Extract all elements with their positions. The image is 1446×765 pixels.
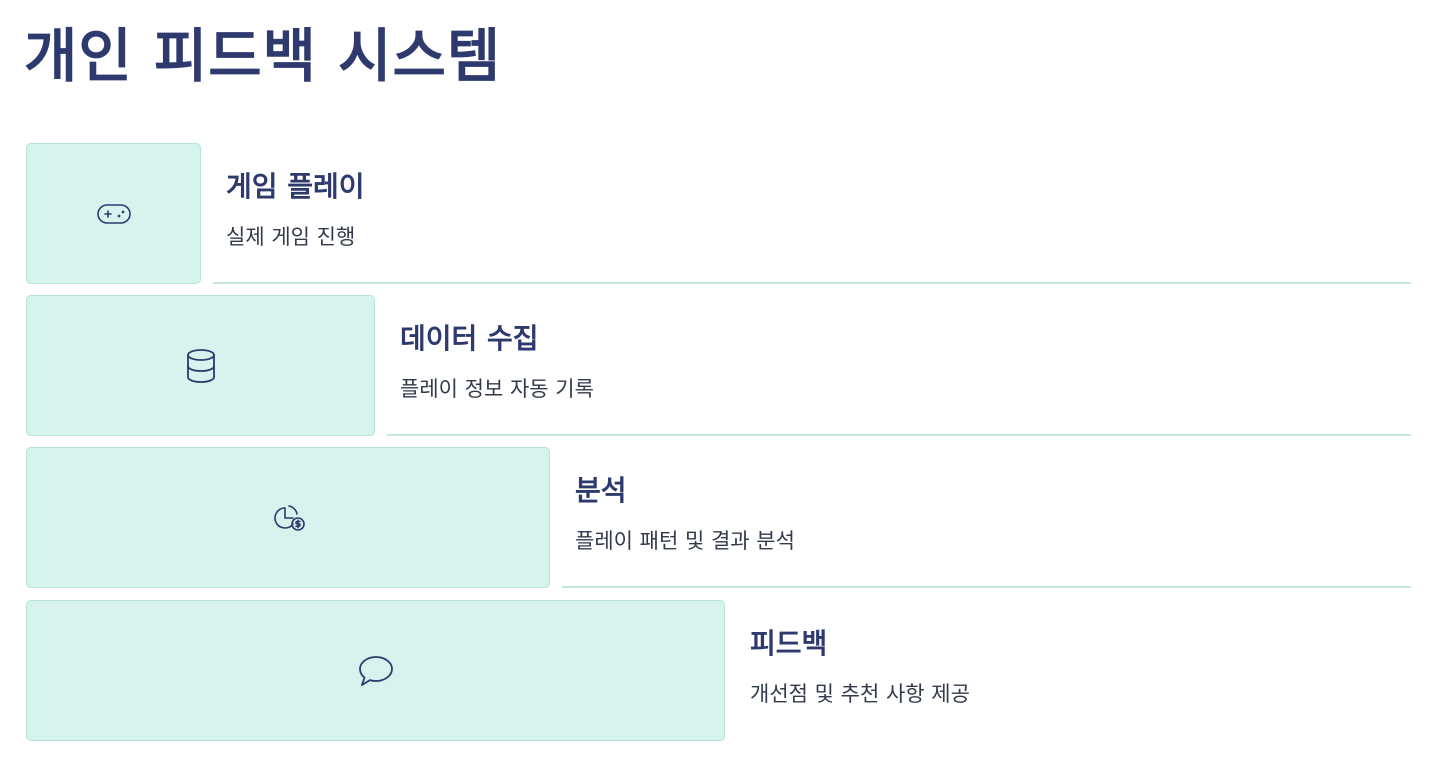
step-game-play: 게임 플레이 실제 게임 진행 bbox=[0, 143, 1446, 284]
step-feedback: 피드백 개선점 및 추천 사항 제공 bbox=[0, 600, 1446, 741]
step-box bbox=[26, 143, 201, 284]
step-title: 데이터 수집 bbox=[400, 322, 539, 355]
step-box bbox=[26, 295, 375, 436]
step-analysis: 분석 플레이 패턴 및 결과 분석 bbox=[0, 447, 1446, 588]
step-description: 플레이 패턴 및 결과 분석 bbox=[575, 529, 795, 553]
step-box bbox=[26, 447, 550, 588]
chat-bubble-icon bbox=[357, 654, 395, 688]
gamepad-icon bbox=[96, 202, 132, 226]
step-title: 피드백 bbox=[750, 627, 828, 660]
step-divider bbox=[387, 434, 1411, 436]
step-divider bbox=[562, 586, 1411, 588]
step-data-collection: 데이터 수집 플레이 정보 자동 기록 bbox=[0, 295, 1446, 436]
step-description: 실제 게임 진행 bbox=[226, 225, 356, 249]
step-description: 플레이 정보 자동 기록 bbox=[400, 377, 594, 401]
step-box bbox=[26, 600, 725, 741]
page-title: 개인 피드백 시스템 bbox=[24, 22, 502, 90]
step-title: 게임 플레이 bbox=[226, 170, 365, 203]
step-title: 분석 bbox=[575, 474, 627, 507]
step-divider bbox=[213, 282, 1411, 284]
database-icon bbox=[184, 348, 218, 384]
step-description: 개선점 및 추천 사항 제공 bbox=[750, 682, 970, 706]
chart-dollar-icon bbox=[269, 502, 307, 534]
